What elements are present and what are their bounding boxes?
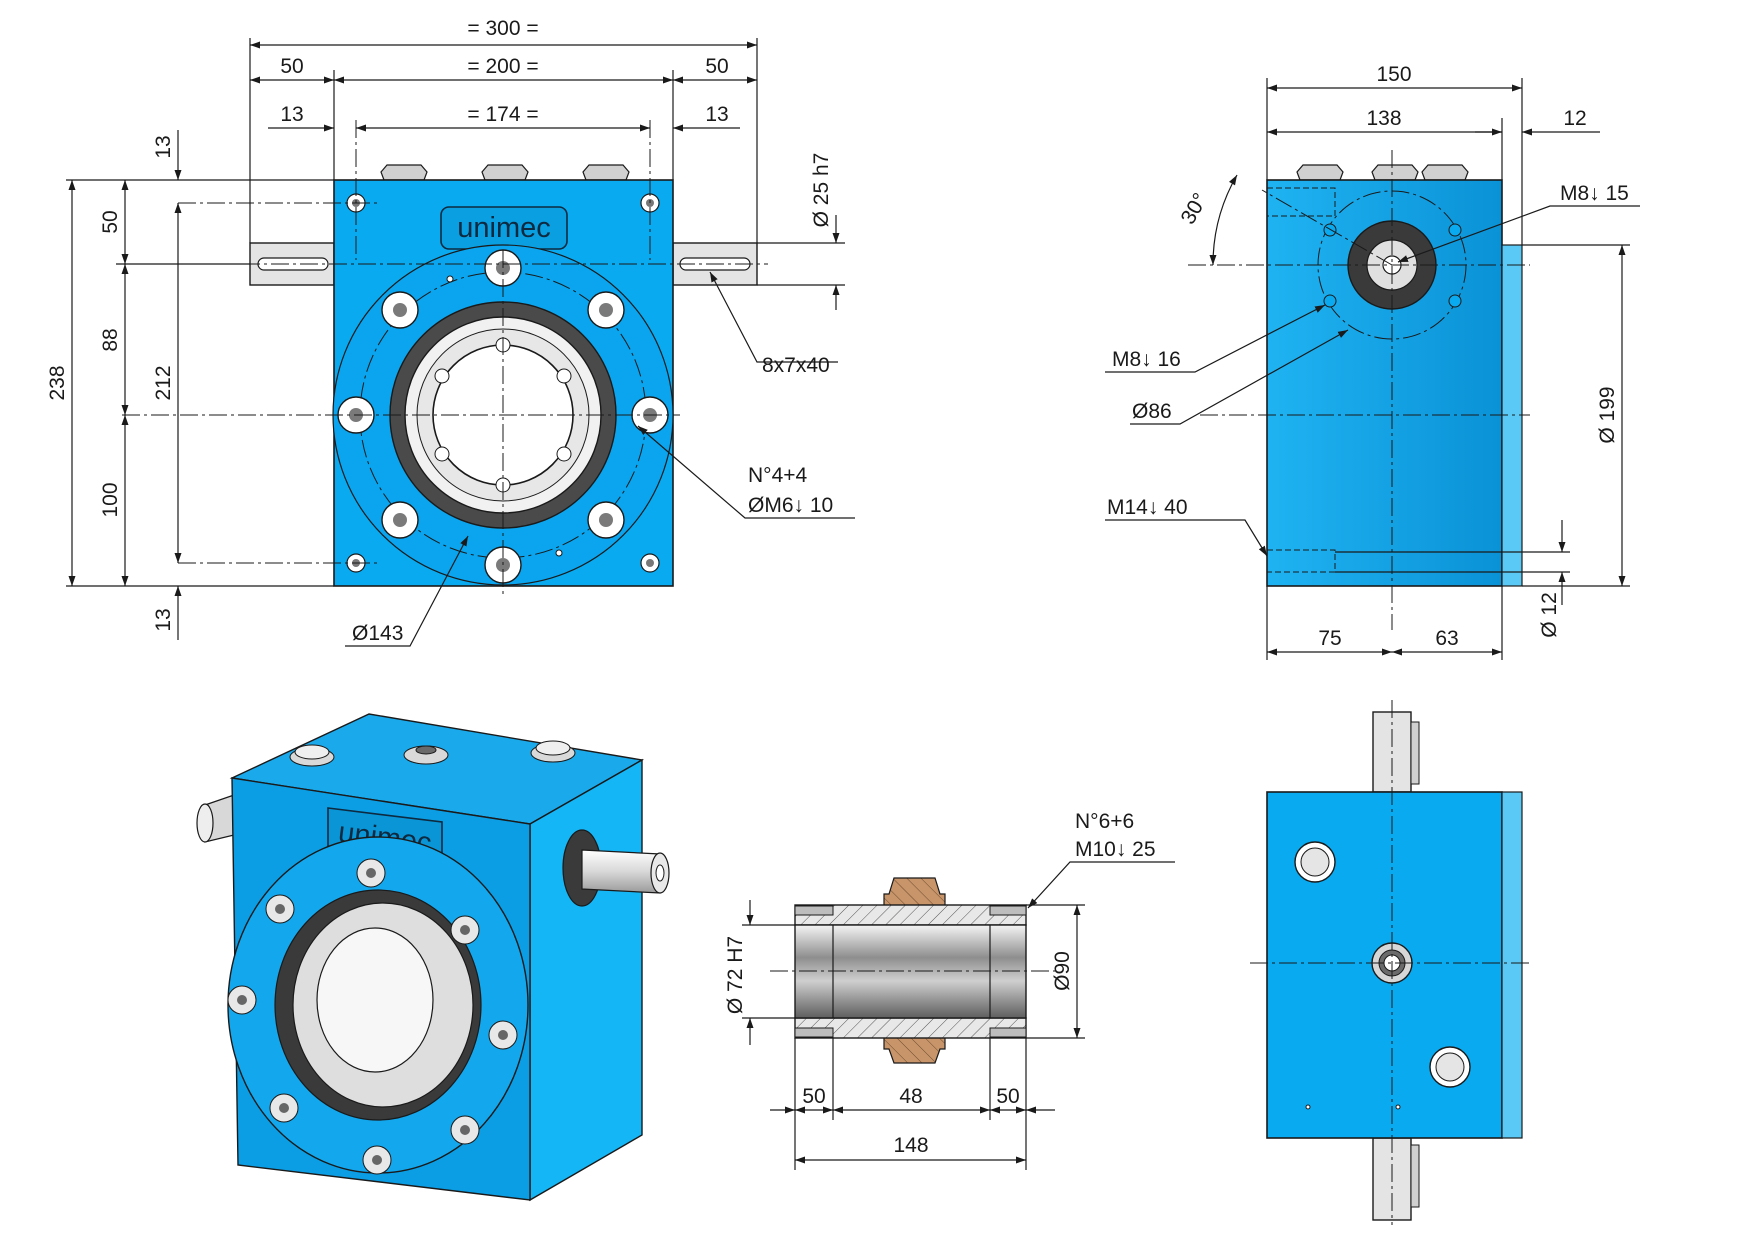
front-logo-text: unimec — [457, 212, 551, 244]
iso-plugs — [289, 740, 576, 767]
section-outer-dia-label: Ø90 — [1051, 951, 1074, 991]
iso-bore — [316, 927, 434, 1073]
dim-middle-88: 88 — [99, 328, 122, 351]
top-plugs — [380, 164, 630, 181]
dim-hole-center-174: = 174 = — [467, 103, 538, 126]
front-view: unimec — [46, 17, 855, 647]
side-dim-138: 138 — [1366, 107, 1401, 130]
dim-left-50: 50 — [280, 55, 303, 78]
section-thread-label: M10↓ 25 — [1075, 838, 1156, 861]
side-flange-dia-label: Ø 199 — [1596, 386, 1619, 443]
dim-top-edge-13: 13 — [152, 135, 175, 158]
dim-holes-212: 212 — [152, 365, 175, 400]
side-internal-top — [1266, 187, 1336, 217]
section-dim-center-48: 48 — [899, 1085, 922, 1108]
side-spigot-dia-label: Ø 12 — [1538, 592, 1561, 638]
side-hole-1 — [1323, 223, 1337, 237]
section-dim-right-50: 50 — [996, 1085, 1019, 1108]
dim-overall-238: 238 — [46, 365, 69, 400]
section-bore-dia-label: Ø 72 H7 — [724, 936, 747, 1014]
side-dim-63: 63 — [1435, 627, 1458, 650]
dim-right-50: 50 — [705, 55, 728, 78]
key-label: 8x7x40 — [762, 354, 830, 377]
section-hub-top — [883, 877, 946, 909]
pitch-diameter-label: Ø143 — [352, 622, 403, 645]
side-thread-holes-label: M8↓ 16 — [1112, 348, 1181, 371]
iso-right-face — [529, 758, 643, 1202]
section-dim-overall-148: 148 — [893, 1134, 928, 1157]
side-pcd-label: Ø86 — [1132, 400, 1172, 423]
section-hub-bottom — [883, 1034, 946, 1064]
side-dim-12: 12 — [1563, 107, 1586, 130]
dim-center-200: = 200 = — [467, 55, 538, 78]
dim-hole-left-13: 13 — [280, 103, 303, 126]
side-dim-75: 75 — [1318, 627, 1341, 650]
side-dim-150: 150 — [1376, 63, 1411, 86]
dim-bottom-edge-13: 13 — [152, 608, 175, 631]
holes-count-label: N°4+4 — [748, 464, 808, 487]
shaft-diameter-label: Ø 25 h7 — [810, 153, 833, 228]
section-count-label: N°6+6 — [1075, 810, 1134, 833]
side-plugs — [1296, 164, 1469, 181]
dim-hole-right-13: 13 — [705, 103, 728, 126]
section-threaded-holes — [794, 905, 1027, 1038]
section-dim-left-50: 50 — [802, 1085, 825, 1108]
back-key-bottom — [1410, 1144, 1420, 1208]
side-angle-label: 30° — [1176, 189, 1212, 228]
section-view: Ø 72 H7 Ø90 N°6+6 M10↓ 25 50 48 50 148 — [724, 810, 1175, 1170]
back-key-top — [1410, 721, 1420, 785]
dim-upper-50: 50 — [99, 210, 122, 233]
side-hole-3 — [1323, 294, 1337, 308]
dim-overall-300: = 300 = — [467, 17, 538, 40]
iso-right-shaft — [581, 849, 661, 894]
bore-holes — [434, 337, 572, 493]
side-hole-2 — [1448, 223, 1462, 237]
iso-bolts — [227, 858, 518, 1175]
holes-thread-label: ØM6↓ 10 — [748, 494, 833, 517]
back-flange — [1501, 791, 1523, 1139]
side-view: 150 138 12 30° M8↓ 15 M8↓ 16 Ø86 M14↓ 40… — [1105, 63, 1640, 660]
back-view — [1250, 700, 1530, 1225]
dim-lower-100: 100 — [99, 482, 122, 517]
side-hole-4 — [1448, 294, 1462, 308]
isometric-view: unimec — [196, 713, 670, 1202]
side-thread-top-label: M8↓ 15 — [1560, 182, 1629, 205]
side-thread-base-label: M14↓ 40 — [1107, 496, 1188, 519]
